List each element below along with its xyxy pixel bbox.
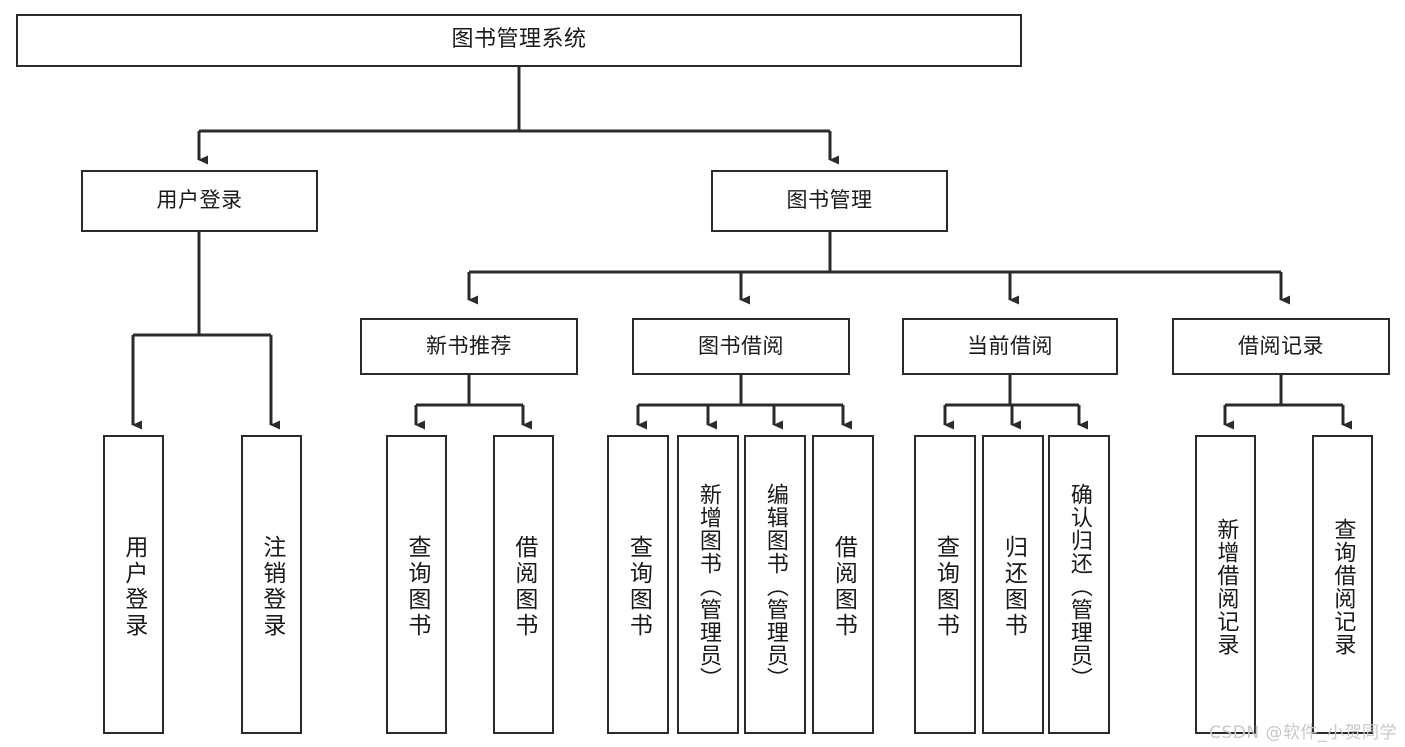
node-label: 新增借阅记录	[1213, 517, 1239, 656]
node-label: 查询图书	[932, 534, 959, 639]
csdn-watermark: CSDN @软件_小贺同学	[1209, 723, 1397, 743]
node-label: 借阅记录	[1238, 333, 1324, 358]
node-label: 用户登录	[156, 188, 243, 213]
leaf-current-borrow-confirm-return-admin[interactable]: 确认归还（管理员）	[1048, 435, 1110, 734]
node-label: 查询借阅记录	[1330, 517, 1356, 656]
leaf-current-borrow-query-book[interactable]: 查询图书	[914, 435, 976, 734]
node-book-borrow[interactable]: 图书借阅	[632, 318, 850, 375]
node-label: 注销登录	[258, 534, 285, 639]
node-new-book-recommend[interactable]: 新书推荐	[360, 318, 578, 375]
leaf-user-login-login[interactable]: 用户登录	[103, 435, 164, 734]
node-label: 查询图书	[403, 534, 430, 639]
leaf-borrow-record-query-record[interactable]: 查询借阅记录	[1312, 435, 1373, 734]
node-label: 用户登录	[120, 534, 147, 639]
node-root-book-management-system[interactable]: 图书管理系统	[16, 14, 1022, 67]
node-borrow-record[interactable]: 借阅记录	[1172, 318, 1390, 375]
leaf-user-login-logout[interactable]: 注销登录	[241, 435, 302, 734]
leaf-borrow-record-add-record[interactable]: 新增借阅记录	[1195, 435, 1256, 734]
node-label: 借阅图书	[830, 534, 857, 639]
node-label: 新增图书（管理员）	[695, 483, 721, 690]
node-label: 归还图书	[1000, 534, 1027, 639]
node-label: 图书管理系统	[451, 27, 587, 53]
node-label: 新书推荐	[426, 333, 512, 358]
node-label: 确认归还（管理员）	[1066, 483, 1092, 690]
leaf-new-book-query-book[interactable]: 查询图书	[386, 435, 447, 734]
leaf-book-borrow-query-book[interactable]: 查询图书	[607, 435, 669, 734]
node-label: 编辑图书（管理员）	[762, 483, 788, 690]
node-label: 图书管理	[786, 188, 873, 213]
node-label: 借阅图书	[510, 534, 537, 639]
node-book-management[interactable]: 图书管理	[711, 170, 948, 232]
node-current-borrow[interactable]: 当前借阅	[902, 318, 1118, 375]
leaf-book-borrow-edit-book-admin[interactable]: 编辑图书（管理员）	[744, 435, 806, 734]
node-label: 当前借阅	[967, 333, 1053, 358]
leaf-book-borrow-add-book-admin[interactable]: 新增图书（管理员）	[677, 435, 739, 734]
leaf-new-book-borrow-book[interactable]: 借阅图书	[493, 435, 554, 734]
node-label: 查询图书	[625, 534, 652, 639]
leaf-current-borrow-return-book[interactable]: 归还图书	[982, 435, 1044, 734]
node-user-login[interactable]: 用户登录	[81, 170, 318, 232]
node-label: 图书借阅	[698, 333, 784, 358]
leaf-book-borrow-borrow-book[interactable]: 借阅图书	[812, 435, 874, 734]
